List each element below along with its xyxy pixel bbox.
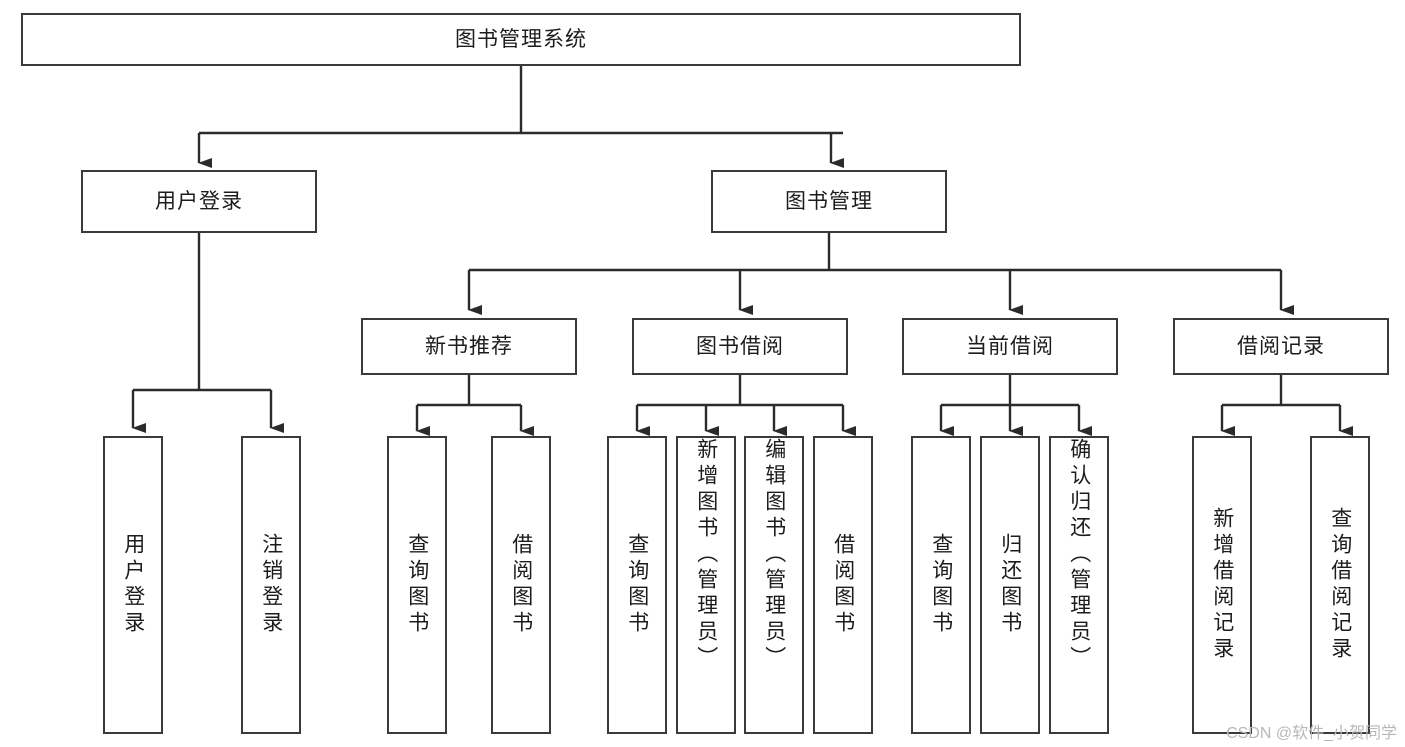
node-label: 新增图书（管理员） xyxy=(694,438,718,672)
node-label: 查询借阅记录 xyxy=(1328,507,1352,663)
node-book-borrow[interactable]: 图书借阅 xyxy=(632,318,848,375)
node-leaf-confirm-return-admin[interactable]: 确认归还（管理员） xyxy=(1049,436,1109,734)
node-label: 确认归还（管理员） xyxy=(1067,438,1091,672)
node-leaf-return-book[interactable]: 归还图书 xyxy=(980,436,1040,734)
node-leaf-query-book-current[interactable]: 查询图书 xyxy=(911,436,971,734)
node-label: 用户登录 xyxy=(121,533,145,637)
node-label: 编辑图书（管理员） xyxy=(762,438,786,672)
node-leaf-add-borrow-record[interactable]: 新增借阅记录 xyxy=(1192,436,1252,734)
node-leaf-edit-book-admin[interactable]: 编辑图书（管理员） xyxy=(744,436,804,734)
node-new-book-recommend[interactable]: 新书推荐 xyxy=(361,318,577,375)
node-label: 用户登录 xyxy=(155,189,243,213)
node-leaf-query-book-new[interactable]: 查询图书 xyxy=(387,436,447,734)
node-book-management[interactable]: 图书管理 xyxy=(711,170,947,233)
node-label: 借阅记录 xyxy=(1237,334,1325,358)
node-label: 注销登录 xyxy=(259,533,283,637)
node-borrow-record[interactable]: 借阅记录 xyxy=(1173,318,1389,375)
node-label: 新书推荐 xyxy=(425,334,513,358)
node-leaf-logout[interactable]: 注销登录 xyxy=(241,436,301,734)
node-label: 图书管理 xyxy=(785,189,873,213)
node-leaf-query-book-borrow[interactable]: 查询图书 xyxy=(607,436,667,734)
node-leaf-add-book-admin[interactable]: 新增图书（管理员） xyxy=(676,436,736,734)
node-label: 当前借阅 xyxy=(966,334,1054,358)
node-label: 新增借阅记录 xyxy=(1210,507,1234,663)
node-label: 借阅图书 xyxy=(509,533,533,637)
node-label: 查询图书 xyxy=(625,533,649,637)
node-label: 查询图书 xyxy=(405,533,429,637)
node-leaf-query-borrow-record[interactable]: 查询借阅记录 xyxy=(1310,436,1370,734)
node-label: 查询图书 xyxy=(929,533,953,637)
node-leaf-borrow-book[interactable]: 借阅图书 xyxy=(813,436,873,734)
node-leaf-borrow-book-new[interactable]: 借阅图书 xyxy=(491,436,551,734)
node-user-login[interactable]: 用户登录 xyxy=(81,170,317,233)
node-label: 图书管理系统 xyxy=(455,27,587,51)
node-label: 图书借阅 xyxy=(696,334,784,358)
node-current-borrow[interactable]: 当前借阅 xyxy=(902,318,1118,375)
node-root-system[interactable]: 图书管理系统 xyxy=(21,13,1021,66)
node-label: 归还图书 xyxy=(998,533,1022,637)
node-label: 借阅图书 xyxy=(831,533,855,637)
watermark-text: CSDN @软件_小贺同学 xyxy=(1226,725,1397,742)
node-leaf-user-login[interactable]: 用户登录 xyxy=(103,436,163,734)
